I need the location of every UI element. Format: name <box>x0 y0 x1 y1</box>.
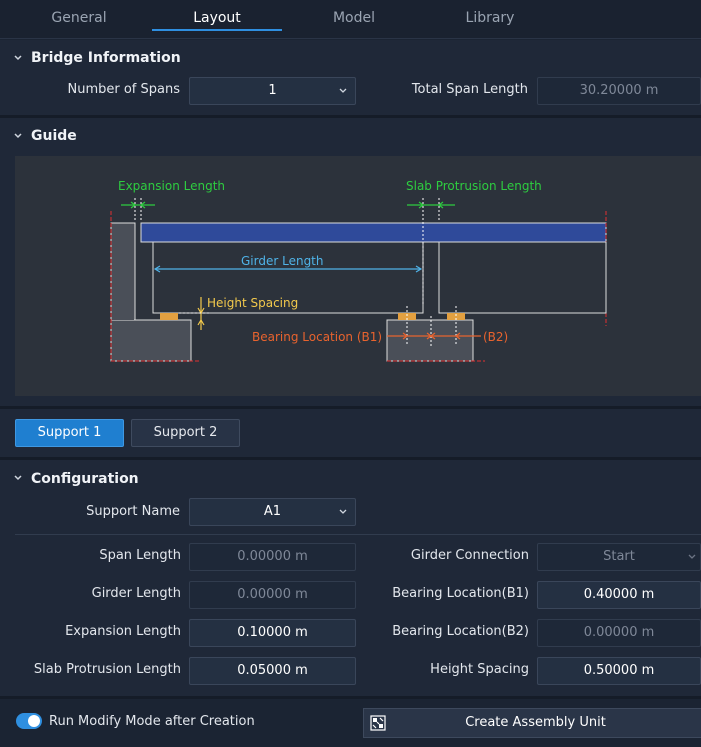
chevron-down-icon[interactable] <box>14 132 22 140</box>
section-divider <box>0 115 701 118</box>
total-span-length-field: 30.20000 m <box>537 77 701 105</box>
bearing-abutment <box>160 313 178 320</box>
section-divider <box>0 406 701 409</box>
arrow-icon <box>153 265 161 273</box>
support-1-button[interactable]: Support 1 <box>15 419 124 447</box>
arrow-icon <box>197 318 205 326</box>
bearing-b2 <box>447 313 465 320</box>
girder-span-2 <box>438 241 607 314</box>
arrow-icon <box>438 201 444 209</box>
support-name-label: Support Name <box>86 504 180 519</box>
chevron-down-icon <box>688 554 696 559</box>
girder-connection-select: Start <box>537 543 701 571</box>
bearing-b1-caption: Bearing Location (B1) <box>252 330 382 344</box>
girder-span-1 <box>152 241 424 314</box>
tab-model[interactable]: Model <box>332 10 376 26</box>
span-length-label: Span Length <box>99 548 181 563</box>
support-2-button[interactable]: Support 2 <box>131 419 240 447</box>
bearing-location-b2-label: Bearing Location(B2) <box>392 624 529 639</box>
guide-diagram: Expansion Length Slab Protrusion Length … <box>15 156 701 396</box>
girder-length-caption: Girder Length <box>241 254 324 268</box>
run-modify-mode-label: Run Modify Mode after Creation <box>49 714 255 729</box>
section-divider <box>0 696 701 699</box>
bearing-location-b1-label: Bearing Location(B1) <box>392 586 529 601</box>
chevron-down-icon <box>339 88 347 93</box>
abutment-fill <box>112 224 134 320</box>
section-divider <box>0 457 701 460</box>
bearing-b2-caption: (B2) <box>483 330 508 344</box>
arrow-icon <box>455 332 461 340</box>
total-span-length-label: Total Span Length <box>411 82 528 97</box>
expansion-length-caption: Expansion Length <box>118 179 225 193</box>
arrow-icon <box>402 332 408 340</box>
tab-library[interactable]: Library <box>465 10 515 26</box>
slab-protrusion-caption: Slab Protrusion Length <box>406 179 542 193</box>
girder-length-label: Girder Length <box>91 586 181 601</box>
support-name-value: A1 <box>263 504 282 519</box>
support-name-select[interactable]: A1 <box>189 498 356 526</box>
active-tab-indicator <box>152 29 282 31</box>
arrow-icon <box>430 332 436 340</box>
run-modify-mode-toggle[interactable] <box>16 713 42 729</box>
number-of-spans-value: 1 <box>268 83 277 98</box>
arrow-icon <box>415 265 423 273</box>
span-length-field: 0.00000 m <box>189 543 356 571</box>
height-spacing-field[interactable]: 0.50000 m <box>537 657 701 685</box>
bridge-information-panel: Bridge Information Number of Spans 1 Tot… <box>0 40 701 115</box>
expansion-length-label: Expansion Length <box>65 624 181 639</box>
section-title-guide[interactable]: Guide <box>31 128 77 144</box>
chevron-down-icon <box>339 509 347 514</box>
number-of-spans-select[interactable]: 1 <box>189 77 356 105</box>
arrow-icon <box>140 201 146 209</box>
section-title-bridge-information[interactable]: Bridge Information <box>31 50 181 66</box>
arrow-icon <box>418 201 424 209</box>
height-spacing-label: Height Spacing <box>430 662 529 677</box>
tab-layout[interactable]: Layout <box>193 10 241 26</box>
tab-general[interactable]: General <box>51 10 107 26</box>
number-of-spans-label: Number of Spans <box>67 82 181 97</box>
slab-protrusion-length-field[interactable]: 0.05000 m <box>189 657 356 685</box>
toggle-knob <box>28 715 40 727</box>
section-title-configuration[interactable]: Configuration <box>31 471 139 487</box>
deck-slab <box>140 222 607 243</box>
slab-protrusion-length-label: Slab Protrusion Length <box>33 662 181 677</box>
bearing-location-b2-field: 0.00000 m <box>537 619 701 647</box>
assembly-icon <box>370 715 386 731</box>
bridge-layout-diagram: Expansion Length Slab Protrusion Length … <box>110 179 607 362</box>
configuration-panel: Configuration Support Name A1 Span Lengt… <box>0 460 701 696</box>
bearing-b1 <box>398 313 416 320</box>
arrow-icon <box>130 201 136 209</box>
abutment-footing <box>110 319 192 362</box>
create-assembly-unit-label: Create Assembly Unit <box>465 715 606 730</box>
height-spacing-caption: Height Spacing <box>207 296 298 310</box>
bearing-location-b1-field[interactable]: 0.40000 m <box>537 581 701 609</box>
pier-cap <box>386 319 474 362</box>
chevron-down-icon[interactable] <box>14 54 22 62</box>
chevron-down-icon[interactable] <box>14 474 22 482</box>
create-assembly-unit-button[interactable]: Create Assembly Unit <box>363 708 701 738</box>
girder-connection-value: Start <box>603 549 635 564</box>
tab-bar: General Layout Model Library <box>0 0 701 39</box>
expansion-length-field[interactable]: 0.10000 m <box>189 619 356 647</box>
config-separator <box>15 534 701 535</box>
girder-connection-label: Girder Connection <box>410 548 529 563</box>
girder-length-field: 0.00000 m <box>189 581 356 609</box>
